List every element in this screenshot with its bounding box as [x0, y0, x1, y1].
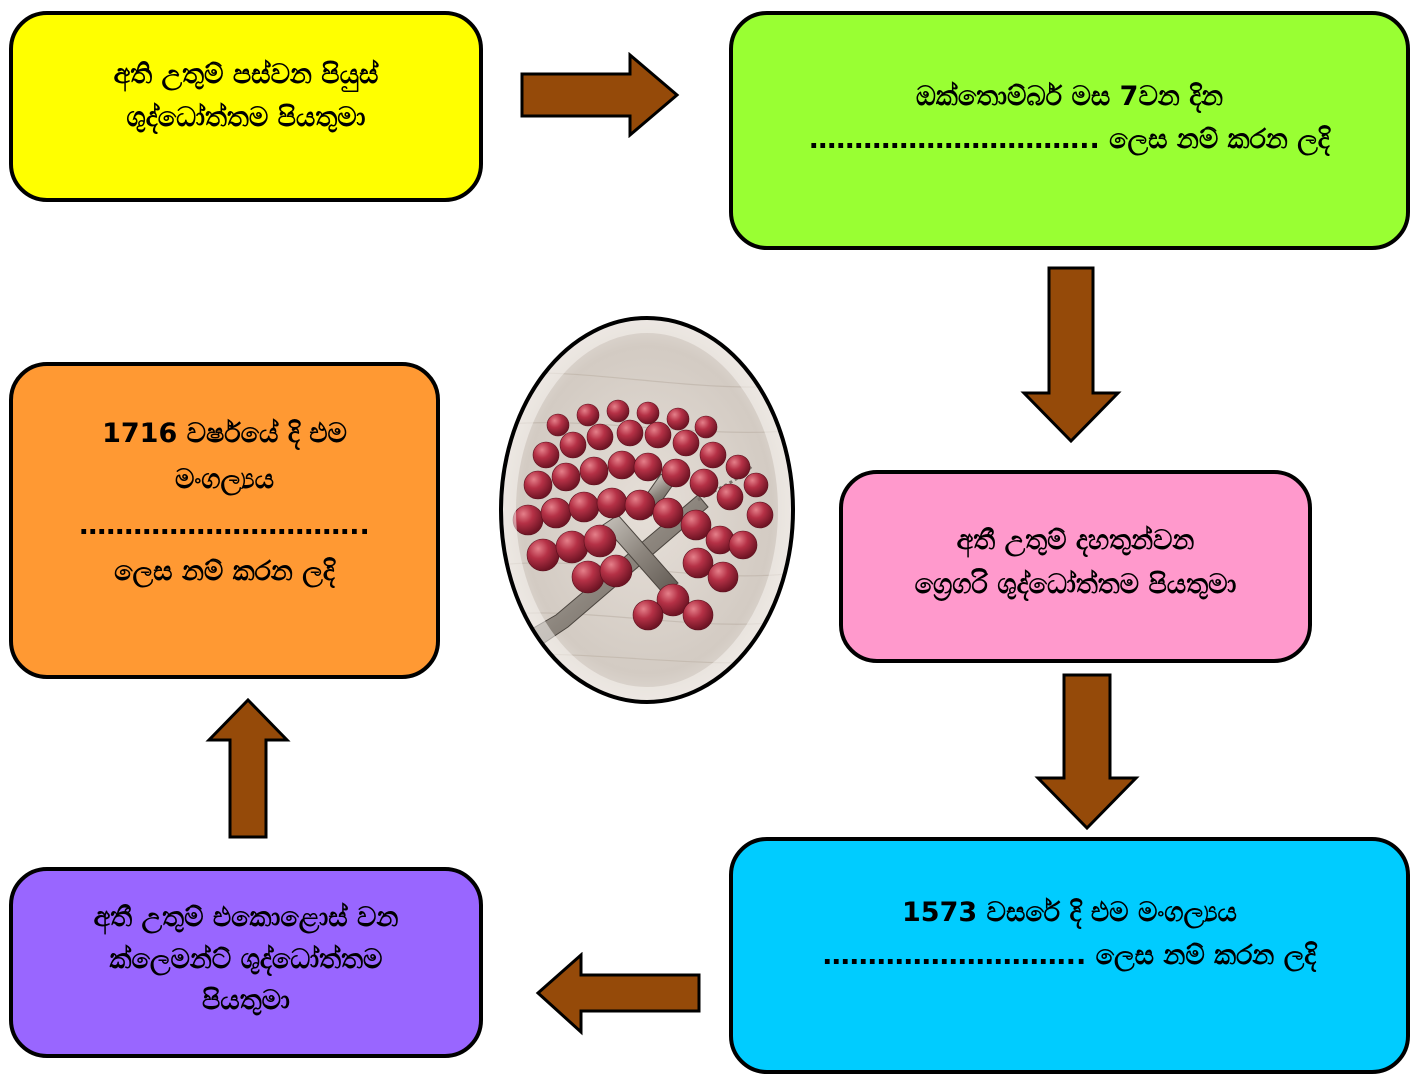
box-text-line: පියතුමා: [202, 985, 290, 1017]
rosary-bead: [576, 403, 600, 427]
arrow-right-icon: [520, 52, 680, 138]
rosary-bead: [571, 560, 605, 594]
rosary-bead: [583, 524, 617, 558]
rosary-bead: [644, 421, 672, 449]
rosary-bead: [699, 441, 727, 469]
rosary-bead: [512, 504, 544, 536]
box-text-line: ………………………….. ලෙස නම් කරන ලදි: [809, 124, 1330, 156]
rosary-bead: [568, 491, 600, 523]
rosary-bead: [689, 468, 719, 498]
rosary-bead: [682, 599, 714, 631]
rosary-bead: [680, 509, 712, 541]
box-text-line: ක්ලෙමන්ට් ශුද්ධෝත්තම: [109, 943, 383, 975]
rosary-bead: [716, 483, 744, 511]
box-fifth-pius: අති උතුම් පස්වන පියුස් ශුද්ධෝත්තම පියතුම…: [9, 11, 483, 202]
box-year-1573: 1573 වසරේ දි එම මංගල්‍යය ……………………….. ලෙස…: [729, 837, 1410, 1074]
rosary-bead: [616, 419, 644, 447]
box-text-line: අතී උතුම් දහතුන්වන: [956, 525, 1195, 557]
rosary-bead: [546, 413, 570, 437]
rosary-bead: [555, 530, 589, 564]
rosary-bead: [559, 431, 587, 459]
rosary-bead: [523, 470, 553, 500]
box-text-line: අතී උතුම් එකොළොස් වන: [93, 901, 399, 933]
rosary-bead: [579, 456, 609, 486]
box-text-line: මංගල්‍යය: [174, 463, 274, 495]
rosary-bead: [743, 472, 769, 498]
rosary-bead: [661, 458, 691, 488]
box-text-line: 1573 වසරේ දි එම මංගල්‍යය: [902, 897, 1237, 928]
rosary-bead: [728, 530, 758, 560]
box-thirteenth-gregory: අතී උතුම් දහතුන්වන ග්‍රෙගරි ශුද්ධෝත්තම ප…: [839, 470, 1312, 663]
box-text-line: ග්‍රෙගරි ශුද්ධෝත්තම පියතුමා: [914, 568, 1237, 600]
box-text-line: ඔක්තොම්බර් මස 7වන දින: [915, 81, 1224, 112]
box-october-7: ඔක්තොම්බර් මස 7වන දින ………………………….. ලෙස න…: [729, 11, 1410, 250]
rosary-bead: [633, 452, 663, 482]
rosary-bead: [551, 462, 581, 492]
rosary-bead: [636, 401, 660, 425]
rosary-bead: [526, 538, 560, 572]
box-text-line: ශුද්ධෝත්තම පියතුමා: [126, 102, 366, 134]
rosary-bead: [599, 554, 633, 588]
rosary-bead: [707, 561, 739, 593]
arrow-down-icon: [1034, 673, 1140, 831]
box-year-1716: 1716 වර්ෂයේ දි එම මංගල්‍යය ………………………….. …: [9, 362, 440, 679]
rosary-bead: [652, 497, 684, 529]
arrow-left-icon: [535, 952, 701, 1036]
rosary-bead: [540, 497, 572, 529]
rosary-bead: [725, 454, 751, 480]
rosary-bead: [656, 583, 690, 617]
rosary-bead: [532, 441, 560, 469]
rosary-bead: [682, 547, 714, 579]
box-eleventh-clement: අතී උතුම් එකොළොස් වන ක්ලෙමන්ට් ශුද්ධෝත්ත…: [9, 867, 483, 1058]
arrow-down-icon: [1020, 266, 1122, 444]
rosary-bead: [694, 415, 718, 439]
rosary-beads-image: [499, 316, 795, 704]
box-text-line: ලෙස නම් කරන ලදි: [114, 555, 335, 587]
box-text-line: …………………………..: [79, 509, 370, 541]
rosary-bead: [746, 501, 774, 529]
rosary-bead: [606, 399, 630, 423]
rosary-bead: [607, 450, 637, 480]
rosary-bead: [624, 489, 656, 521]
box-text-line: 1716 වර්ෂයේ දි එම: [102, 418, 347, 449]
rosary-bead: [596, 487, 628, 519]
box-text-line: ……………………….. ලෙස නම් කරන ලදි: [822, 940, 1317, 972]
box-text-line: අති උතුම් පස්වන පියුස්: [113, 59, 379, 90]
rosary-bead: [672, 429, 700, 457]
rosary-bead: [586, 423, 614, 451]
rosary-bead: [666, 407, 690, 431]
rosary-bead: [632, 599, 664, 631]
arrow-up-icon: [205, 697, 291, 839]
